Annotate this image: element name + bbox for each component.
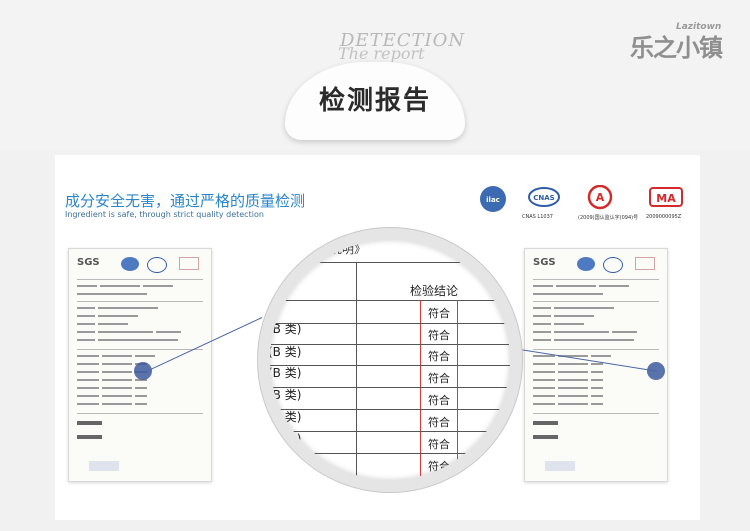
cma-mini-icon [179,257,199,270]
cnas-label: CNAS L1037 [522,214,553,220]
report-right: SGS [524,248,668,482]
slogan-en: Ingredient is safe, through strict quali… [65,210,264,219]
watermark-report: The report [338,44,425,63]
page-title: 检测报告 [318,86,431,116]
category-cell: (B 类) [268,432,302,446]
svg-text:ilac: ilac [486,196,500,204]
category-cell: (B 类) [268,345,302,359]
cnas-icon: CNAS [528,187,560,207]
category-cell: (B 类) [268,410,302,424]
result-highlight-box [420,300,458,480]
category-cell: (B 类) [268,366,302,380]
result-cell: 符合 [428,372,450,385]
result-cell: 符合 [428,350,450,363]
ilac-mra-icon: ilac [480,186,506,212]
cma-mini-icon [635,257,655,270]
ilac-mini-icon [121,257,139,271]
cal-icon: A [587,185,613,210]
brand-name-en: Lazitown [676,22,722,32]
result-cell: 符合 [428,416,450,429]
highlight-dot-left [134,362,152,380]
slogan-cn: 成分安全无害，通过严格的质量检测 [65,192,306,210]
magnifier-lens: 的说明》 检验结论 符合 (B 类) 符合 (B 类) 符合 (B 类) 符合 … [258,228,522,492]
svg-text:A: A [596,191,605,204]
category-cell: (B 类) [268,322,302,336]
magnified-title-fragment: 的说明》 [318,242,367,256]
result-cell: 符合 [428,394,450,407]
svg-text:MA: MA [656,192,676,205]
cma-label: 2009000095Z [646,214,682,220]
svg-text:CNAS: CNAS [533,194,554,202]
sgs-logo: SGS [77,257,100,268]
cma-icon: MA [649,187,683,207]
result-cell: 符合 [428,329,450,342]
result-cell: 符合 [428,307,450,320]
cnas-mini-icon [603,257,623,273]
cal-label: (2009)国认监认字(094)号 [578,215,639,221]
result-column-header: 检验结论 [410,284,459,298]
sgs-logo: SGS [533,257,556,268]
title-tab [285,62,465,140]
category-cell: (B 类) [268,388,302,402]
result-cell: 符合 [428,460,450,473]
watermark-detection: DETECTION [340,30,466,51]
result-cell: 符合 [428,438,450,451]
cnas-mini-icon [147,257,167,273]
ilac-mini-icon [577,257,595,271]
brand-logo: 乐之小镇 [630,34,723,62]
